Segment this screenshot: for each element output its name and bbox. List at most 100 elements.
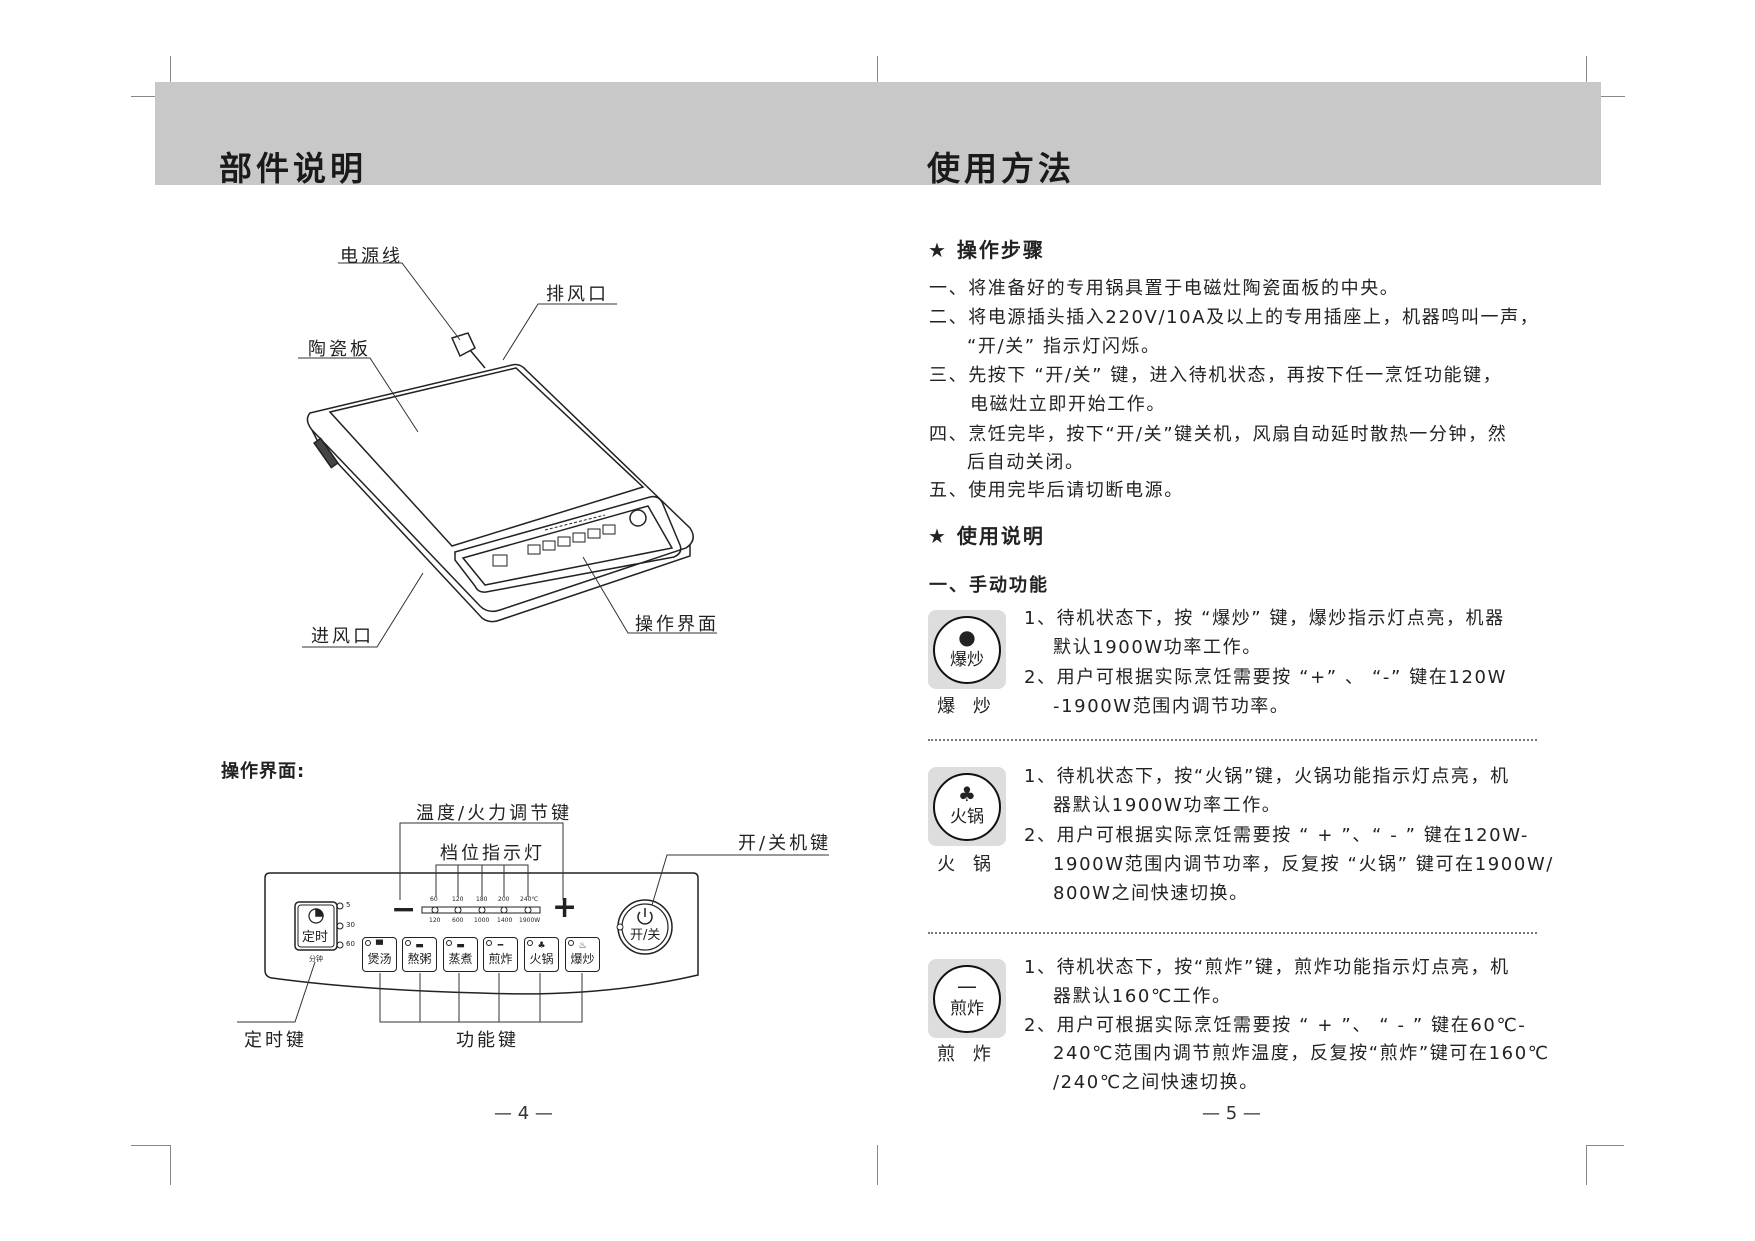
function-desc-line: 2、用户可根据实际烹饪需要按 “ + ”、“ - ” 键在120W- (1024, 825, 1529, 846)
power-button[interactable]: 开/关 (630, 928, 661, 943)
side-vent (313, 437, 339, 469)
function-button[interactable]: ♣火锅 (524, 937, 559, 972)
label-control-panel: 操作界面 (635, 614, 719, 635)
function-button[interactable]: ━煎炸 (483, 937, 518, 972)
function-button[interactable]: ▬熬粥 (402, 937, 437, 972)
function-desc-line: 1、待机状态下，按 “爆炒” 键，爆炒指示灯点亮，机器 (1024, 608, 1505, 629)
minus-key[interactable]: − (391, 892, 417, 927)
function-button[interactable]: ▬蒸煮 (443, 937, 478, 972)
function-desc-line: 1、待机状态下，按“煎炸”键，煎炸功能指示灯点亮，机 (1024, 957, 1510, 978)
timer-button[interactable]: 定时 (302, 930, 329, 945)
ceramic-plate (328, 367, 645, 547)
cooktop-body (306, 363, 694, 613)
cooktop-body-edge (311, 429, 691, 623)
function-icon: —煎炸 (933, 965, 1001, 1033)
step-line: 五、使用完毕后请切断电源。 (929, 480, 1184, 501)
divider (928, 739, 1537, 741)
step-line: 三、先按下 “开/关” 键，进入待机状态，再按下任一烹饪功能键， (929, 365, 1503, 386)
manual-heading: 一、手动功能 (929, 575, 1049, 596)
panel-section-title: 操作界面: (221, 761, 306, 782)
timer-option: 5 (346, 901, 351, 909)
power-level: 1000 (474, 917, 490, 924)
crop-mark (1586, 1145, 1587, 1185)
step-line: 四、烹饪完毕，按下“开/关”键关机，风扇自动延时散热一分钟，然 (929, 424, 1508, 445)
usage-heading: ★ 使用说明 (928, 524, 1045, 548)
temp-level: 240℃ (520, 896, 539, 903)
control-panel-diagram (237, 822, 829, 1023)
function-led (568, 940, 574, 946)
function-desc-line: 1900W范围内调节功率，反复按 “火锅” 键可在1900W/ (1053, 854, 1554, 875)
function-desc-line: /240℃之间快速切换。 (1053, 1072, 1259, 1093)
label-timer-key: 定时键 (244, 1030, 307, 1051)
function-desc-line: 2、用户可根据实际烹饪需要按 “ + ”、 “ - ” 键在60℃- (1024, 1015, 1527, 1036)
crop-mark (170, 56, 171, 82)
function-desc-line: 1、待机状态下，按“火锅”键，火锅功能指示灯点亮，机 (1024, 766, 1510, 787)
power-level: 600 (452, 917, 464, 924)
function-icon: ●爆炒 (933, 616, 1001, 684)
function-led (446, 940, 452, 946)
function-desc-line: 800W之间快速切换。 (1053, 883, 1249, 904)
crop-mark (1586, 1145, 1624, 1146)
function-button-icon: ━ (497, 941, 504, 951)
crop-mark (877, 56, 878, 82)
function-icon: ♣火锅 (933, 773, 1001, 841)
panel-outline (264, 872, 699, 995)
power-level: 1900W (519, 917, 541, 924)
function-led (405, 940, 411, 946)
crop-mark (1586, 56, 1587, 82)
function-button[interactable]: ▀煲汤 (362, 937, 397, 972)
function-icon-text: 火锅 (950, 807, 984, 827)
page-number-left: — 4 — (494, 1103, 553, 1124)
level-indicator-bar (421, 906, 541, 914)
crop-mark (1601, 96, 1625, 97)
function-icon-box: ●爆炒 (928, 610, 1006, 689)
header-bar (155, 82, 1601, 185)
temp-level: 180 (476, 896, 488, 903)
label-exhaust: 排风口 (546, 284, 609, 305)
timer-option: 60 (346, 940, 355, 948)
divider (928, 932, 1537, 934)
label-adjust-keys: 温度/火力调节键 (416, 803, 573, 824)
crop-mark (877, 1145, 878, 1185)
function-label: 火 锅 (937, 854, 997, 875)
power-level: 1400 (497, 917, 513, 924)
function-button-label: 煲汤 (367, 952, 392, 966)
function-button-label: 火锅 (529, 952, 554, 966)
temp-level: 200 (498, 896, 510, 903)
step-line: 二、将电源插头插入220V/10A及以上的专用插座上，机器鸣叫一声， (929, 307, 1540, 328)
temp-level: 120 (452, 896, 464, 903)
left-page-title: 部件说明 (219, 149, 367, 188)
function-desc-line: -1900W范围内调节功率。 (1053, 696, 1290, 717)
function-button-icon: ▬ (456, 941, 465, 951)
function-icon-box: ♣火锅 (928, 767, 1006, 846)
function-button-icon: ▀ (376, 941, 383, 951)
function-desc-line: 默认1900W功率工作。 (1053, 637, 1262, 658)
function-button-label: 蒸煮 (448, 952, 473, 966)
function-button-icon: ♣ (537, 941, 546, 951)
function-button-label: 煎炸 (488, 952, 513, 966)
function-desc-line: 2、用户可根据实际烹饪需要按 “+” 、 “-” 键在120W (1024, 667, 1507, 688)
label-power-key: 开/关机键 (738, 833, 832, 854)
label-power-cord: 电源线 (340, 246, 403, 267)
power-level: 120 (429, 917, 441, 924)
crop-mark (131, 96, 155, 97)
temp-level: 60 (430, 896, 438, 903)
function-button[interactable]: ♨爆炒 (565, 937, 600, 972)
steps-heading: ★ 操作步骤 (928, 238, 1045, 262)
crop-mark (170, 1145, 171, 1185)
crop-mark (131, 1145, 171, 1146)
control-panel-area (454, 495, 682, 593)
plus-key[interactable]: + (552, 890, 578, 925)
function-led (365, 940, 371, 946)
right-page-title: 使用方法 (927, 149, 1075, 188)
label-ceramic-plate: 陶瓷板 (308, 339, 371, 360)
function-label: 爆 炒 (937, 696, 997, 717)
timer-option: 30 (346, 921, 355, 929)
function-button-icon: ▬ (415, 941, 424, 951)
label-level-lights: 档位指示灯 (440, 843, 545, 864)
cooktop-illustration (298, 262, 717, 648)
function-led (527, 940, 533, 946)
function-button-icon: ♨ (578, 941, 587, 951)
function-icon-text: 爆炒 (950, 650, 984, 670)
page-number-right: — 5 — (1202, 1103, 1261, 1124)
